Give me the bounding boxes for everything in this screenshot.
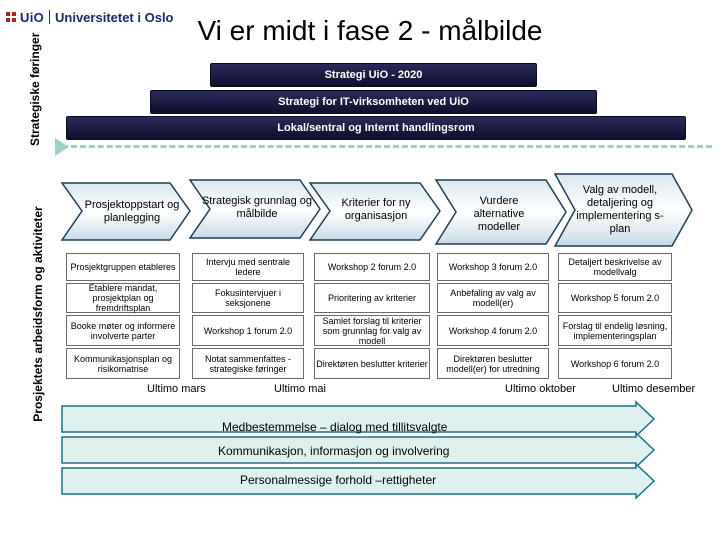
activity-cell: Samlet forslag til kriterier som grunnla… [314,315,430,346]
line-start-marker [55,138,69,156]
activity-cell: Prioritering av kriterier [314,283,430,313]
activity-cell: Detaljert beskrivelse av modellvalg [558,253,672,281]
phase-label-4: Vurdere alternative modeller [473,194,525,233]
activity-cell: Kommunikasjonsplan og risikomatrise [66,348,180,379]
uio-emblem-icon [6,12,16,22]
activity-cell: Booke møter og informere involverte part… [66,315,180,346]
activity-cell: Workshop 5 forum 2.0 [558,283,672,313]
strategy-bar-uio-2020: Strategi UiO - 2020 [210,63,537,87]
phase-chevron-2 [188,179,321,239]
activity-cell: Etablere mandat, prosjektplan og fremdri… [66,283,180,313]
bottom-arrow-3 [61,462,656,500]
milestone-desember: Ultimo desember [612,383,696,395]
logo-mark: UiO [20,9,45,25]
activity-cell: Direktøren beslutter kriterier [314,348,430,379]
activity-cell: Workshop 1 forum 2.0 [192,315,304,346]
bottom-arrow-label-2: Kommunikasjon, informasjon og involverin… [218,444,450,458]
dashed-separator [62,145,712,148]
logo-divider [49,10,51,24]
phase-chevron-1 [60,182,191,241]
phase-chevron-3 [308,182,441,241]
phase-label-1: Prosjektoppstart og planlegging [84,199,180,224]
bottom-arrow-label-3: Personalmessige forhold –rettigheter [240,473,437,487]
milestone-oktober: Ultimo oktober [505,383,576,395]
activity-cell: Workshop 6 forum 2.0 [558,348,672,379]
strategy-bar-local-central: Lokal/sentral og Internt handlingsrom [66,116,686,140]
activity-cell: Intervju med sentrale ledere [192,253,304,281]
activity-cell: Workshop 2 forum 2.0 [314,253,430,281]
page-title: Vi er midt i fase 2 - målbilde [197,15,543,46]
activity-cell: Fokusintervjuer i seksjonene [192,283,304,313]
activity-cell: Anbefaling av valg av modell(er) [437,283,549,313]
milestone-mai: Ultimo mai [274,383,326,395]
logo-text: Universitetet i Oslo [55,9,174,25]
activity-cell: Workshop 3 forum 2.0 [437,253,549,281]
phase-chevron-4 [434,179,567,245]
phase-label-2: Strategisk grunnlag og målbilde [201,195,313,220]
bottom-arrow-1 [61,400,656,438]
phase-chevron-5 [553,173,693,247]
bottom-arrow-label-1: Medbestemmelse – dialog med tillitsvalgt… [222,420,448,434]
activity-cell: Notat sammenfattes - strategiske føringe… [192,348,304,379]
phase-label-5: Valg av modell, detaljering og implement… [576,184,664,235]
activity-cell: Prosjektgruppen etableres [66,253,180,281]
activity-cell: Workshop 4 forum 2.0 [437,315,549,346]
bottom-arrow-2 [61,431,656,469]
phase-label-3: Kriterier for ny organisasjon [341,197,411,222]
milestone-mars: Ultimo mars [147,383,206,395]
activity-cell: Direktøren beslutter modell(er) for utre… [437,348,549,379]
uio-logo: UiO Universitetet i Oslo [6,8,174,26]
strategy-bar-it: Strategi for IT-virksomheten ved UiO [150,90,597,114]
activity-cell: Forslag til endelig løsning, implementer… [558,315,672,346]
